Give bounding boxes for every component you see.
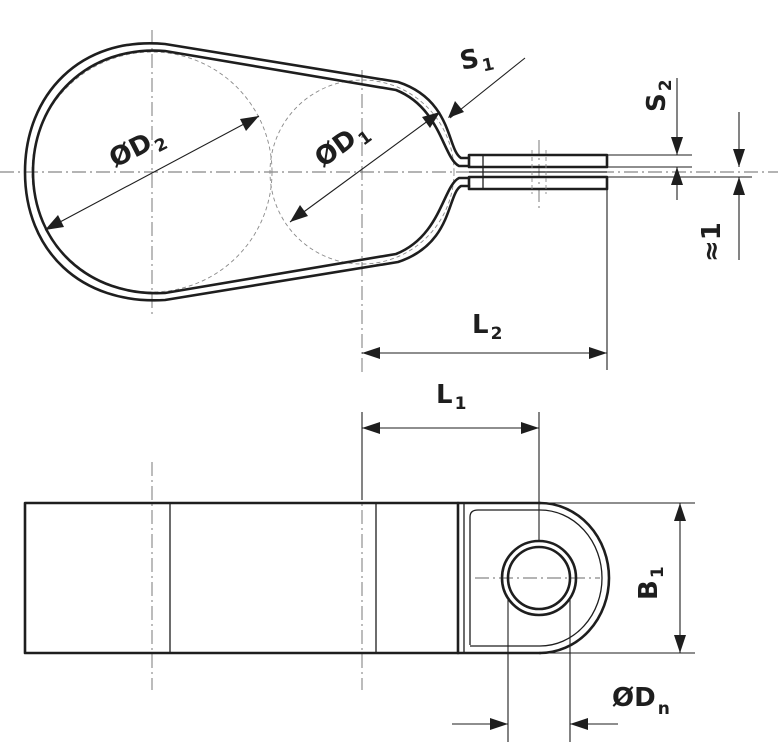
label-s1-main: S (457, 44, 482, 77)
svg-text:L1: L1 (436, 380, 466, 414)
d1-hidden-circle (269, 79, 455, 265)
label-s2: S2 (642, 79, 676, 112)
label-dn-sub: n (658, 699, 670, 719)
label-d2-main: ØD (105, 128, 158, 175)
label-d1-main: ØD (309, 124, 362, 174)
upper-ear-flange (467, 153, 609, 169)
d2-dimension-line (44, 115, 260, 231)
label-b1-sub: 1 (648, 566, 668, 578)
l2-arrow-left (362, 347, 380, 359)
bolt-hole-outer (500, 539, 578, 617)
band-outline (23, 501, 542, 655)
b1-arrow-bottom (674, 635, 686, 653)
d2-arrow-upper (240, 116, 259, 131)
l1-arrow-left (362, 422, 380, 434)
svg-text:ØD2: ØD2 (105, 121, 172, 177)
label-b1-main: B (634, 580, 664, 600)
dn-arrow-left (490, 718, 508, 730)
clamp-outer-outline (23, 41, 471, 302)
lower-ear-flange (467, 175, 609, 191)
d1-arrow-lower (290, 205, 308, 222)
s2-arrow-top (671, 137, 683, 155)
label-s1-sub: 1 (480, 54, 496, 76)
svg-text:S1: S1 (457, 41, 496, 81)
top-view (0, 30, 778, 372)
label-d2: ØD2 (105, 121, 172, 177)
l2-arrow-right (589, 347, 607, 359)
svg-text:B1: B1 (634, 566, 668, 600)
ear-inner-contour (469, 509, 603, 647)
ear-rounded-end (538, 501, 611, 655)
s2-arrow-bottom (671, 167, 683, 185)
d2-arrow-lower (45, 215, 64, 230)
label-approx-text: ≈1 (697, 222, 727, 262)
label-b1: B1 (634, 566, 668, 600)
label-dn-main: ØD (612, 683, 656, 713)
label-l1-sub: 1 (455, 394, 467, 414)
label-s2-main: S (642, 93, 672, 112)
bottom-view (23, 412, 695, 742)
d2-hidden-circle (31, 51, 273, 293)
label-d1: ØD1 (309, 116, 376, 177)
svg-text:ØDn: ØDn (612, 683, 670, 719)
svg-text:ØD1: ØD1 (309, 116, 376, 177)
bolt-hole-inner (506, 545, 572, 611)
label-s2-sub: 2 (656, 79, 676, 91)
d1-arrow-upper (422, 112, 440, 128)
label-l2-main: L (472, 310, 489, 340)
label-l1-main: L (436, 380, 453, 410)
dn-arrow-right (570, 718, 588, 730)
b1-arrow-top (674, 503, 686, 521)
label-s1: S1 (457, 41, 496, 81)
svg-text:S2: S2 (642, 79, 676, 112)
clamp-inner-outline (31, 49, 471, 295)
gap-arrow-bottom (733, 177, 745, 195)
d1-dimension-line (289, 111, 441, 223)
svg-text:L2: L2 (472, 310, 502, 344)
label-approx: ≈1 (697, 222, 727, 262)
gap-arrow-top (733, 149, 745, 167)
label-l2-sub: 2 (491, 324, 503, 344)
l1-arrow-right (521, 422, 539, 434)
s1-leader-line (449, 57, 526, 119)
s1-arrow (448, 101, 464, 118)
